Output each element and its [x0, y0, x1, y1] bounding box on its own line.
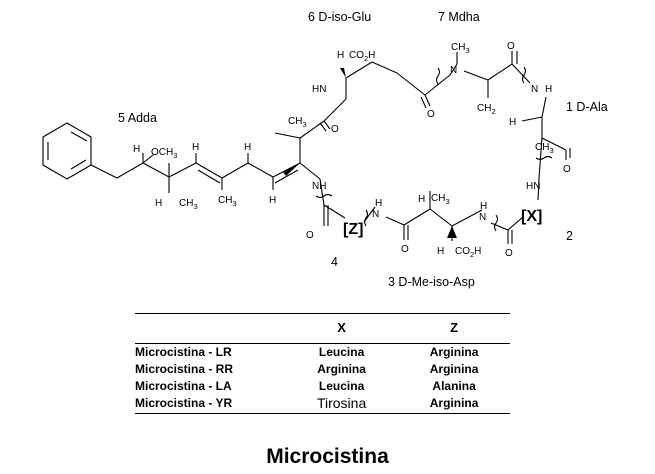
svg-text:HN: HN — [526, 181, 540, 192]
microcystin-structure-diagram: 5 Adda 6 D-iso-Glu 7 Mdha 1 D-Ala 2 3 D-… — [42, 10, 608, 289]
svg-text:H: H — [133, 144, 140, 155]
residue-label-position-4: 4 — [331, 255, 338, 269]
variant-z: Arginina — [398, 395, 510, 414]
svg-text:H: H — [155, 198, 162, 209]
stereo-wedges — [283, 68, 457, 238]
variant-x: Tirosina — [285, 395, 399, 414]
svg-text:O: O — [505, 248, 513, 259]
variant-z: Arginina — [429, 345, 479, 359]
svg-text:H: H — [192, 142, 199, 153]
column-header-name — [135, 314, 285, 344]
variant-name: Microcistina - LA — [135, 379, 232, 393]
residue-label-mdha: 7 Mdha — [438, 10, 480, 24]
svg-text:H: H — [418, 194, 425, 205]
variant-z: Arginina — [429, 362, 479, 376]
variant-x: Arginina — [317, 362, 366, 376]
svg-text:H: H — [337, 50, 344, 61]
svg-text:N: N — [372, 209, 379, 220]
column-header-z: Z — [450, 320, 459, 335]
svg-text:CH3: CH3 — [535, 142, 554, 155]
svg-text:CH3: CH3 — [451, 42, 470, 55]
svg-text:O: O — [427, 109, 435, 120]
variant-name: Microcistina - YR — [135, 395, 285, 414]
svg-text:O: O — [563, 164, 571, 175]
svg-text:CH3: CH3 — [288, 116, 307, 129]
svg-text:H: H — [269, 195, 276, 206]
variants-table: X Z Microcistina - LR Leucina Arginina M… — [135, 313, 510, 414]
atom-labels: H OCH3 H CH3 H CH3 H H CH3 O HN H CO2H O… — [133, 41, 571, 259]
svg-text:N: N — [531, 84, 538, 95]
svg-text:CH3: CH3 — [218, 195, 237, 208]
svg-text:O: O — [331, 124, 339, 135]
column-header-x: X — [337, 320, 346, 335]
residue-label-position-2: 2 — [566, 229, 573, 243]
svg-text:H: H — [375, 198, 382, 209]
variant-z: Alanina — [432, 379, 476, 393]
residue-label-d-ala: 1 D-Ala — [566, 100, 608, 114]
svg-text:H: H — [437, 246, 444, 257]
svg-text:OCH3: OCH3 — [151, 147, 177, 160]
svg-text:CH3: CH3 — [179, 198, 198, 211]
svg-text:O: O — [306, 230, 314, 241]
svg-text:H: H — [480, 201, 487, 212]
variant-x: Leucina — [318, 379, 365, 393]
svg-text:H: H — [244, 142, 251, 153]
svg-text:N: N — [450, 65, 457, 76]
variant-x: Leucina — [318, 345, 365, 359]
svg-text:NH: NH — [312, 181, 326, 192]
svg-text:H: H — [545, 84, 552, 95]
svg-text:N: N — [479, 212, 486, 223]
variant-name: Microcistina - LR — [135, 345, 232, 359]
svg-text:CO2H: CO2H — [455, 246, 481, 259]
variant-name: Microcistina - RR — [135, 362, 234, 376]
variable-residue-x: [X] — [521, 208, 542, 225]
figure-title: Microcistina — [266, 445, 389, 468]
benzene-ring — [42, 122, 92, 180]
variable-residue-z: [Z] — [343, 221, 363, 238]
residue-label-d-me-iso-asp: 3 D-Me-iso-Asp — [388, 275, 475, 289]
table-row: Microcistina - LA Leucina Alanina — [135, 378, 510, 395]
svg-text:O: O — [507, 41, 515, 52]
residue-label-d-iso-glu: 6 D-iso-Glu — [308, 10, 371, 24]
svg-text:CH2: CH2 — [477, 103, 496, 116]
svg-text:H: H — [509, 117, 516, 128]
svg-text:CO2H: CO2H — [349, 50, 375, 63]
table-row: Microcistina - RR Arginina Arginina — [135, 361, 510, 378]
residue-label-adda: 5 Adda — [118, 111, 157, 125]
svg-text:CH3: CH3 — [431, 193, 450, 206]
table-row: Microcistina - YR Tirosina Arginina — [135, 395, 510, 414]
structure-bonds — [42, 51, 571, 244]
table-row: Microcistina - LR Leucina Arginina — [135, 344, 510, 362]
svg-text:HN: HN — [312, 84, 326, 95]
table-header-row: X Z — [135, 313, 510, 344]
svg-text:O: O — [401, 244, 409, 255]
